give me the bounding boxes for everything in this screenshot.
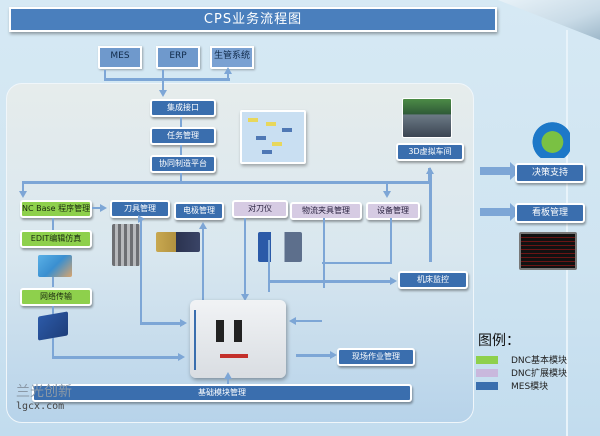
- 3d-workshop-image: [402, 98, 452, 138]
- electrode-image: [156, 232, 200, 252]
- legend-label: DNC基本模块: [511, 356, 567, 366]
- connector-arrow: [92, 204, 107, 212]
- node-erp[interactable]: ERP: [156, 46, 200, 69]
- legend-swatch-purple: [476, 369, 498, 377]
- connector-arrow: [270, 277, 397, 285]
- connector: [52, 306, 54, 314]
- connector: [180, 145, 182, 155]
- flowchart-screenshot-image: [240, 110, 306, 164]
- node-logistics-fixture[interactable]: 物流夹具管理: [290, 202, 362, 220]
- node-network-transfer[interactable]: 网络传输: [20, 288, 92, 306]
- legend-label: DNC扩展模块: [511, 369, 567, 379]
- node-base-module[interactable]: 基础模块管理: [32, 384, 412, 402]
- node-kanban-management[interactable]: 看板管理: [515, 203, 585, 223]
- legend-swatch-green: [476, 356, 498, 364]
- node-decision-support[interactable]: 决策支持: [515, 163, 585, 183]
- connector: [52, 338, 54, 358]
- node-equipment-management[interactable]: 设备管理: [366, 202, 420, 220]
- node-production-system[interactable]: 生管系统: [210, 46, 254, 69]
- connector: [323, 218, 325, 288]
- watermark-url: lgcx.com: [16, 401, 65, 412]
- pie-chart-image: [526, 118, 570, 158]
- connector: [390, 218, 392, 264]
- node-tool-presetter[interactable]: 对刀仪: [232, 200, 288, 218]
- node-mes[interactable]: MES: [98, 46, 142, 69]
- connector-arrow: [159, 80, 167, 97]
- legend-swatch-blue: [476, 382, 498, 390]
- connector: [104, 78, 230, 81]
- arrow-right-icon: [480, 203, 520, 221]
- watermark-name: 兰光创新: [16, 384, 72, 400]
- connector-arrow: [199, 222, 207, 313]
- node-collab-platform[interactable]: 协同制造平台: [150, 155, 216, 173]
- legend-label: MES模块: [511, 382, 549, 392]
- connector-arrow: [224, 67, 232, 80]
- node-nc-base[interactable]: NC Base 程序管理: [20, 200, 92, 218]
- cnc-machine-image[interactable]: [190, 300, 286, 378]
- connector-arrow: [241, 218, 249, 301]
- connector: [52, 277, 54, 287]
- node-electrode-management[interactable]: 电极管理: [174, 202, 224, 220]
- connector-arrow: [289, 317, 322, 325]
- connector-arrow: [52, 353, 185, 361]
- connector: [268, 240, 270, 292]
- node-edit-simulation[interactable]: EDIT编辑仿真: [20, 230, 92, 248]
- connector: [52, 218, 54, 230]
- connector: [322, 262, 392, 264]
- main-bus: [22, 181, 430, 184]
- connector: [104, 70, 106, 80]
- kanban-display-image: [519, 232, 577, 270]
- node-3d-virtual-workshop[interactable]: 3D虚拟车间: [396, 143, 464, 161]
- arrow-right-icon: [480, 162, 520, 180]
- corner-decoration: [498, 0, 600, 40]
- node-field-operations[interactable]: 现场作业管理: [337, 348, 415, 366]
- connector-arrow: [224, 372, 232, 385]
- connector: [180, 117, 182, 127]
- node-machine-monitoring[interactable]: 机床监控: [398, 271, 468, 289]
- tool-presetter-image: [258, 232, 302, 262]
- connector-arrow: [296, 351, 337, 359]
- connector-arrow: [19, 181, 27, 198]
- diagram-title: CPS业务流程图: [9, 7, 497, 32]
- connector: [162, 70, 164, 80]
- connector: [138, 215, 145, 324]
- connector-arrow: [140, 319, 187, 327]
- connector-arrow: [383, 181, 391, 198]
- connector: [180, 173, 182, 181]
- legend-title: 图例：: [478, 333, 520, 349]
- cutting-tools-image: [112, 224, 140, 266]
- simulation-image: [38, 255, 72, 277]
- node-integration-interface[interactable]: 集成接口: [150, 99, 216, 117]
- connector-arrow: [426, 167, 434, 262]
- node-task-management[interactable]: 任务管理: [150, 127, 216, 145]
